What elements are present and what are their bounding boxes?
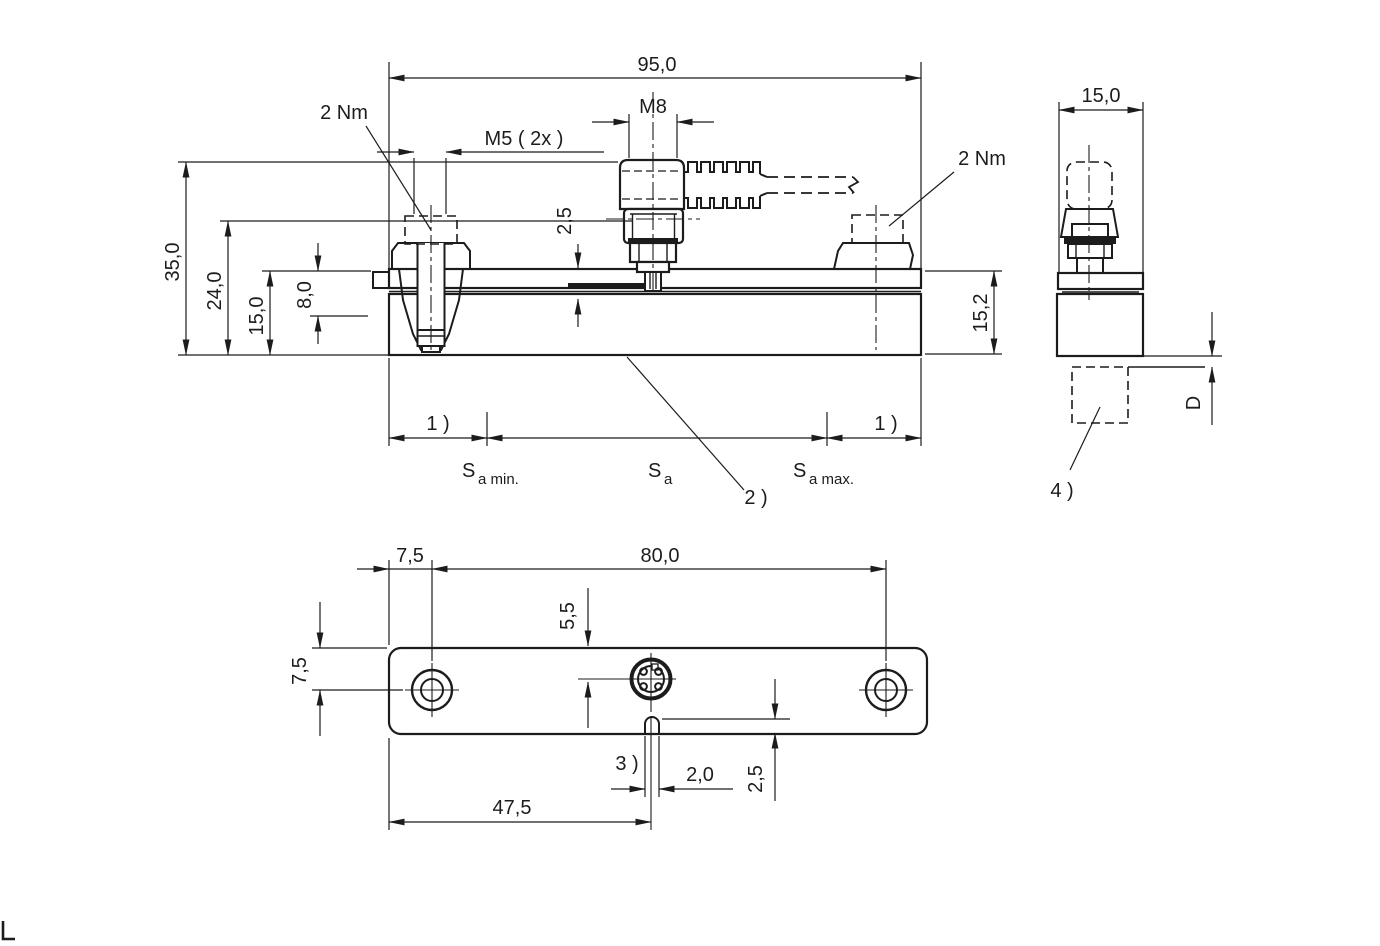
flange-side (1056, 271, 1145, 291)
pin (654, 682, 663, 691)
dim-overall-width: 95,0 (638, 54, 677, 76)
pin (639, 682, 648, 691)
dim-side-width: 15,0 (1082, 85, 1121, 107)
sa-min-label: S (462, 460, 475, 482)
torque-leader-left (365, 125, 432, 231)
dim-distance: D (1183, 396, 1205, 410)
clamp-nut-hatched (832, 242, 915, 270)
dim-hole-offset: 7,5 (289, 657, 311, 685)
nut-band (628, 238, 678, 243)
dim-connector-offset: 5,5 (557, 602, 579, 630)
mount-hole-right (859, 663, 913, 717)
m8-socket-face (578, 653, 676, 712)
corner-mark (1, 921, 15, 941)
body-ref-label: 2 ) (744, 487, 767, 509)
dim-mount-thread: M5 ( 2x ) (485, 128, 564, 150)
footnote-left: 1 ) (426, 413, 449, 435)
torque-label-right: 2 Nm (958, 148, 1006, 170)
dim-notch-position: 47,5 (493, 797, 532, 819)
dim-height-right: 15,2 (970, 294, 992, 333)
pin (654, 667, 663, 676)
side-view: 15,0 D 4 ) (1050, 85, 1222, 502)
left-end-step (372, 271, 391, 289)
dim-height-clamp-axis: 24,0 (204, 272, 226, 311)
target-ref-leader (1069, 406, 1101, 471)
neck-side (1076, 257, 1104, 274)
mount-hole-left (405, 663, 459, 717)
sensor-strip (568, 283, 648, 288)
sa-max-sub: a max. (809, 471, 854, 488)
target-ref-label: 4 ) (1050, 480, 1073, 502)
pin (639, 667, 648, 676)
body-side (1055, 292, 1145, 358)
body-ref-leader (626, 356, 745, 491)
dim-height-body: 15,0 (246, 297, 268, 336)
front-dimensions: 95,0 M8 M5 ( 2x ) 2 Nm 2 Nm 35,0 24,0 (162, 54, 1006, 509)
bottom-dimensions: 7,5 80,0 5,5 7,5 47,5 2,0 2,5 3 ) (289, 545, 887, 830)
dim-notch-width: 2,0 (686, 764, 714, 786)
connector-body (618, 158, 686, 211)
dim-connector-thread: M8 (639, 96, 667, 118)
cable-break (847, 176, 860, 194)
nut-band-side (1064, 237, 1116, 244)
dim-plate-offset: 8,0 (294, 281, 316, 309)
m8-connector (606, 92, 860, 292)
dim-sensor-gap: 2,5 (554, 207, 576, 235)
dim-notch-depth: 2,5 (745, 765, 767, 793)
main-body (387, 292, 923, 357)
dim-hole-spacing: 80,0 (641, 545, 680, 567)
torque-label-left: 2 Nm (320, 102, 368, 124)
strain-relief-top (684, 161, 761, 174)
strain-relief-bottom (684, 196, 761, 209)
sa-max-label: S (793, 460, 806, 482)
sa-min-sub: a min. (478, 471, 519, 488)
clamp-nut (832, 205, 915, 350)
clamp-nut-hidden (851, 214, 904, 244)
torque-leader-right (888, 171, 955, 227)
sa-sub: a (664, 471, 673, 488)
target-object-hidden (1071, 366, 1129, 424)
dim-height-overall: 35,0 (162, 243, 184, 282)
sa-label: S (648, 460, 661, 482)
screw-bushing-hatched (391, 242, 471, 270)
dim-edge-to-hole: 7,5 (396, 545, 424, 567)
footnote-right: 1 ) (874, 413, 897, 435)
notch-ref-label: 3 ) (615, 753, 638, 775)
m5-screw (391, 205, 471, 353)
bottom-view: 7,5 80,0 5,5 7,5 47,5 2,0 2,5 3 ) (289, 545, 929, 830)
cable-notch (644, 716, 660, 734)
front-view: 95,0 M8 M5 ( 2x ) 2 Nm 2 Nm 35,0 24,0 (162, 54, 1006, 509)
